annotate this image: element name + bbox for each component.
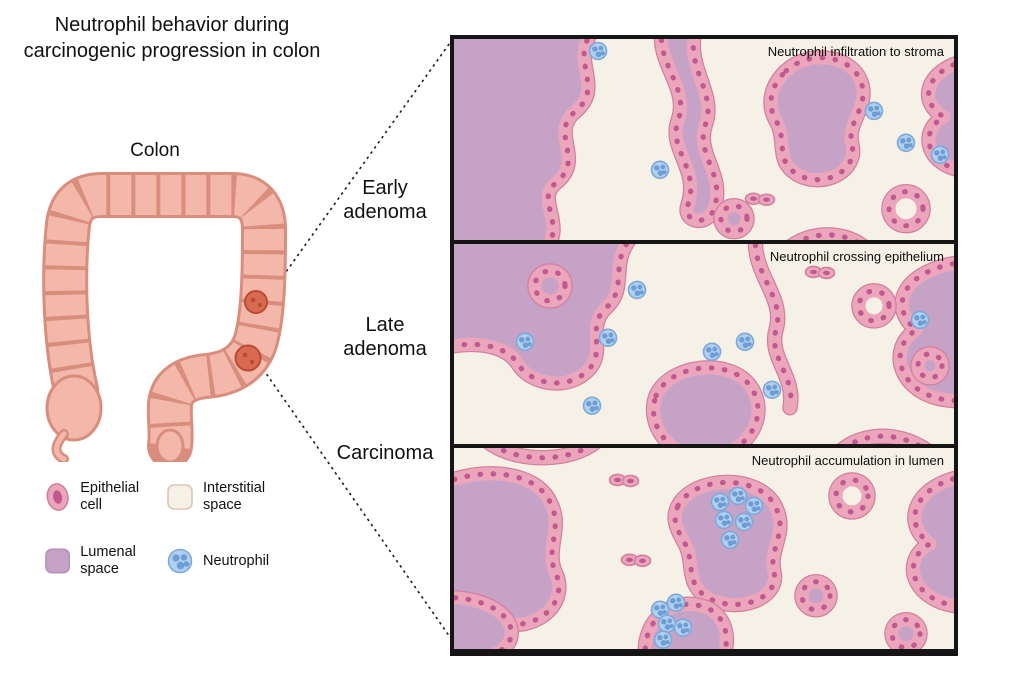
stage-panels: Neutrophil infiltration to stroma: [450, 35, 958, 656]
panel-caption-late-adenoma: Neutrophil crossing epithelium: [769, 248, 944, 264]
histology-carcinoma: [454, 448, 954, 650]
neutrophil: [673, 618, 693, 638]
legend-label: Epithelial cell: [80, 480, 140, 514]
neutrophil: [598, 328, 618, 347]
tumor-lower: [234, 344, 262, 372]
legend-label: Neutrophil: [203, 552, 270, 569]
neutrophil: [588, 41, 608, 61]
neutrophil: [666, 593, 686, 613]
neutrophil: [627, 280, 647, 299]
colon-illustration: [42, 172, 287, 462]
panel-caption-carcinoma: Neutrophil accumulation in lumen: [751, 453, 944, 469]
stage-label-early-adenoma: Early adenoma: [343, 177, 427, 224]
colon-body: [42, 172, 287, 462]
neutrophil: [744, 496, 764, 516]
free-epithelial-cells: [608, 474, 640, 488]
panel-caption-early-adenoma: Neutrophil infiltration to stroma: [767, 44, 944, 59]
neutrophil: [896, 133, 916, 153]
neutrophil: [653, 630, 673, 650]
neutrophil: [702, 342, 722, 361]
neutrophil: [910, 310, 930, 329]
tumors: [234, 290, 268, 372]
legend: Epithelial cell Interstitial space Lumen…: [44, 480, 292, 578]
neutrophil: [650, 160, 670, 180]
panel-carcinoma: Neutrophil accumulation in lumen: [454, 444, 954, 650]
legend-item-interstitial-space: Interstitial space: [166, 480, 292, 514]
figure-title: Neutrophil behavior during carcinogenic …: [23, 14, 321, 63]
neutrophil: [735, 332, 755, 351]
rectum: [155, 428, 185, 462]
neutrophil: [864, 101, 884, 121]
neutrophil: [930, 145, 950, 165]
neutrophil: [714, 510, 734, 530]
neutrophil: [582, 396, 602, 415]
legend-label: Interstitial space: [203, 480, 266, 514]
neutrophil-icon: [167, 549, 193, 574]
cecum: [45, 374, 103, 442]
histology-early-adenoma: [454, 39, 954, 240]
neutrophil: [710, 492, 730, 512]
epithelial-cell-icon: [46, 483, 69, 511]
lumenal-space-icon: [45, 548, 71, 574]
histology-late-adenoma: [454, 243, 954, 445]
connector-line-top: [267, 39, 453, 298]
panel-early-adenoma: Neutrophil infiltration to stroma: [454, 39, 954, 240]
free-epithelial-cells: [620, 553, 652, 568]
neutrophil: [515, 332, 535, 351]
legend-item-epithelial-cell: Epithelial cell: [44, 480, 160, 514]
stage-label-late-adenoma: Late adenoma: [343, 314, 427, 361]
interstitial-space-icon: [167, 484, 193, 510]
legend-item-neutrophil: Neutrophil: [166, 544, 292, 578]
neutrophil: [762, 380, 782, 399]
stage-label-carcinoma: Carcinoma: [336, 442, 434, 464]
legend-item-lumenal-space: Lumenal space: [44, 544, 160, 578]
neutrophil: [657, 614, 677, 634]
tumor-upper: [244, 290, 268, 314]
panel-late-adenoma: Neutrophil crossing epithelium: [454, 239, 954, 445]
legend-label: Lumenal space: [80, 544, 136, 578]
free-epithelial-cells: [744, 192, 776, 207]
colon-label: Colon: [130, 140, 180, 161]
free-epithelial-cells: [804, 265, 836, 279]
neutrophil: [728, 486, 748, 506]
neutrophil: [734, 512, 754, 532]
neutrophil: [720, 530, 740, 550]
